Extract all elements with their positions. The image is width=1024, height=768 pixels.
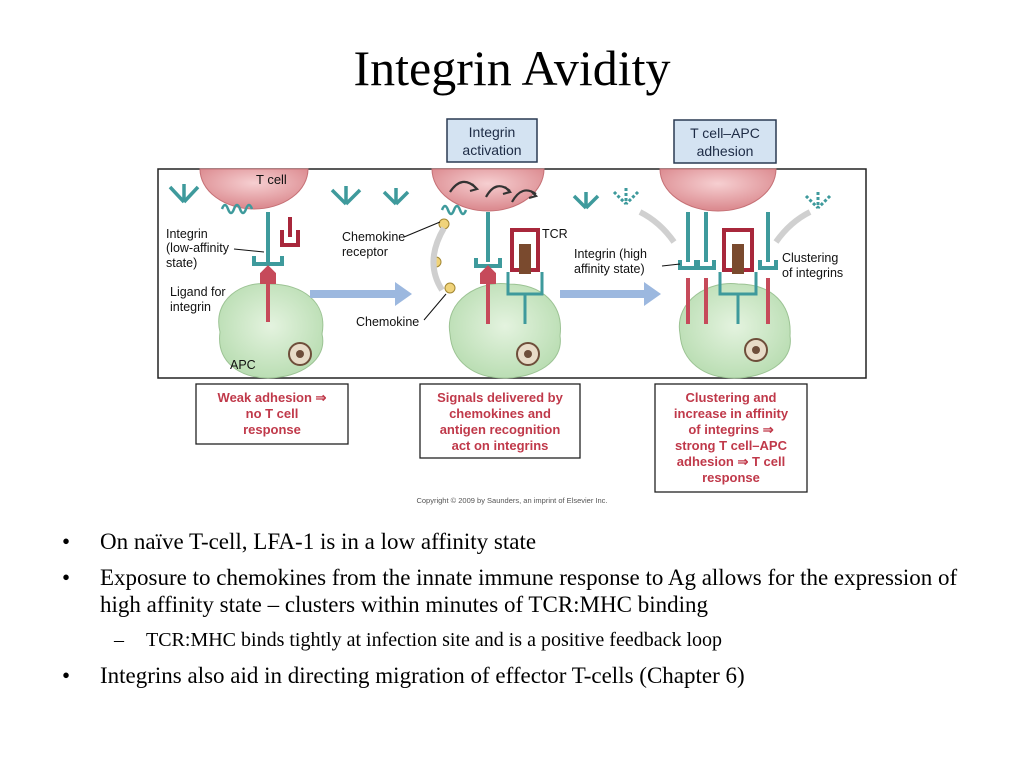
caption-signals: Signals delivered by chemokines and anti… — [419, 383, 581, 459]
bullet-item-2: • Exposure to chemokines from the innate… — [62, 564, 982, 618]
caption-signals-line4: act on integrins — [452, 438, 549, 453]
copyright-note: Copyright © 2009 by Saunders, an imprint… — [416, 496, 607, 505]
tcr-antigen-3 — [732, 244, 744, 274]
caption-clustering-line6: response — [702, 470, 760, 485]
apc-2 — [448, 282, 561, 379]
header-activation-line1: Integrin — [469, 124, 516, 140]
t-cell-1 — [199, 168, 309, 210]
label-chemokine-receptor-1: Chemokine — [342, 230, 405, 244]
chemokine-dot-1 — [438, 218, 450, 230]
bullet-item-1: • On naïve T-cell, LFA-1 is in a low aff… — [62, 528, 982, 555]
caption-signals-line3: antigen recognition — [440, 422, 561, 437]
bullet-marker: • — [62, 529, 71, 554]
header-adhesion-line1: T cell–APC — [690, 125, 760, 141]
sub-bullet-item-1: – TCR:MHC binds tightly at infection sit… — [62, 627, 982, 653]
t-cell-3 — [659, 168, 777, 212]
caption-signals-line1: Signals delivered by — [437, 390, 563, 405]
panel-integrin-activation: Chemokine receptor Chemokine TCR — [342, 168, 600, 379]
panel-weak-adhesion: T cell Integrin (low-affinity state) Lig… — [166, 168, 362, 379]
integrin-ligand-2 — [480, 265, 496, 324]
ligand-cluster — [686, 278, 770, 324]
header-adhesion-line2: adhesion — [697, 143, 754, 159]
caption-weak-adhesion: Weak adhesion ⇒ no T cell response — [195, 383, 349, 445]
integrin-bent-right-1 — [330, 186, 362, 206]
header-activation-line2: activation — [462, 142, 521, 158]
bullet-text-1: On naïve T-cell, LFA-1 is in a low affin… — [100, 529, 537, 554]
label-t-cell: T cell — [256, 172, 287, 187]
tcr-antigen-2 — [519, 244, 531, 274]
integrin-bent-right-2 — [572, 192, 600, 210]
label-chemokine: Chemokine — [356, 315, 419, 329]
label-integrin-low-2: (low-affinity — [166, 241, 230, 255]
bullet-list: • On naïve T-cell, LFA-1 is in a low aff… — [62, 528, 982, 698]
flow-arrow-2 — [560, 282, 661, 306]
caption-signals-line2: chemokines and — [449, 406, 551, 421]
integrin-avidity-figure: Integrin activation T cell–APC adhesion … — [150, 112, 874, 512]
integrin-bent-left-2 — [382, 188, 410, 206]
label-integrin-low-1: Integrin — [166, 227, 208, 241]
chemokine-path-arrow — [430, 226, 447, 292]
label-integrin-high-1: Integrin (high — [574, 247, 647, 261]
integrin-moving-left — [612, 188, 640, 206]
chemokine-dot-3 — [444, 282, 456, 294]
label-clustering-1: Clustering — [782, 251, 838, 265]
header-tcell-apc-adhesion: T cell–APC adhesion — [673, 119, 777, 164]
panel-tcell-apc-adhesion: Integrin (high affinity state) Clusterin… — [574, 168, 843, 379]
cluster-arrow-right — [773, 209, 812, 244]
integrin-moving-right — [804, 192, 832, 210]
label-ligand-2: integrin — [170, 300, 211, 314]
slide-title: Integrin Avidity — [353, 40, 671, 96]
flow-arrow-1 — [310, 282, 412, 306]
signal-arrow-2 — [485, 185, 513, 198]
label-integrin-low-3: state) — [166, 256, 197, 270]
label-integrin-high-2: affinity state) — [574, 262, 645, 276]
caption-weak-line1: Weak adhesion ⇒ — [218, 390, 327, 405]
label-apc: APC — [230, 358, 256, 372]
tcr-1 — [280, 217, 300, 247]
integrin-bent-left-1 — [168, 184, 200, 204]
sub-bullet-text-1: TCR:MHC binds tightly at infection site … — [146, 629, 723, 651]
caption-clustering: Clustering and increase in affinity of i… — [654, 383, 808, 493]
apc-3 — [678, 282, 791, 379]
caption-clustering-line2: increase in affinity — [674, 406, 789, 421]
caption-clustering-line5: adhesion ⇒ T cell — [677, 454, 785, 469]
chemokine-receptor-1 — [220, 203, 254, 215]
cluster-arrow-left — [638, 209, 677, 244]
caption-clustering-line3: of integrins ⇒ — [688, 422, 773, 437]
label-chemokine-receptor-2: receptor — [342, 245, 388, 259]
bullet-marker: • — [62, 565, 71, 590]
bullet-item-3: • Integrins also aid in directing migrat… — [62, 662, 982, 689]
label-clustering-2: of integrins — [782, 266, 843, 280]
bullet-marker: • — [62, 663, 71, 688]
signal-arrow-1 — [449, 180, 480, 193]
sub-bullet-marker: – — [114, 629, 124, 651]
chemokine-receptor-2 — [440, 204, 468, 216]
caption-clustering-line4: strong T cell–APC — [675, 438, 788, 453]
header-integrin-activation: Integrin activation — [446, 118, 538, 163]
caption-clustering-line1: Clustering and — [685, 390, 776, 405]
t-cell-2 — [431, 168, 545, 212]
integrin-ligand-1 — [260, 265, 276, 322]
caption-weak-line3: response — [243, 422, 301, 437]
label-tcr: TCR — [542, 227, 568, 241]
signal-arrow-3 — [511, 189, 539, 203]
integrin-low-affinity — [252, 212, 284, 266]
caption-weak-line2: no T cell — [246, 406, 299, 421]
bullet-text-3: Integrins also aid in directing migratio… — [100, 663, 745, 688]
label-ligand-1: Ligand for — [170, 285, 226, 299]
bullet-text-2: Exposure to chemokines from the innate i… — [100, 565, 958, 617]
